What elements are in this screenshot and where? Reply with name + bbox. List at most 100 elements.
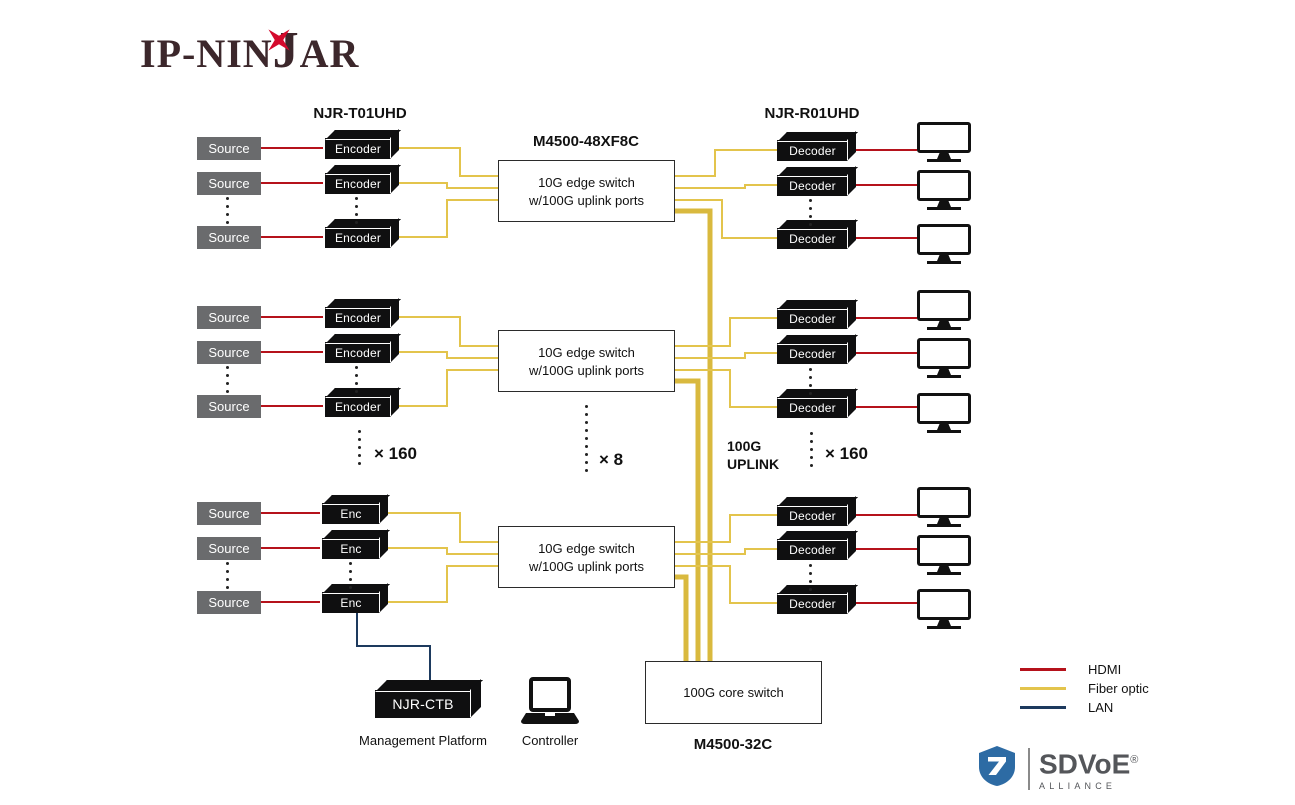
- core-switch-model-label: M4500-32C: [693, 736, 773, 753]
- source-box: Source: [197, 537, 261, 560]
- decoder-device: Decoder: [777, 175, 848, 196]
- legend-item-fiber: Fiber optic: [1020, 681, 1149, 696]
- fiber-line-swatch: [1020, 686, 1066, 690]
- decoder-device: Decoder: [777, 505, 848, 526]
- decoder-device: Decoder: [777, 593, 848, 614]
- monitor-base: [927, 207, 961, 210]
- decoder-model-label: NJR-R01UHD: [764, 105, 860, 122]
- hdmi-line-swatch: [1020, 667, 1066, 671]
- monitor-stand: [937, 424, 951, 430]
- monitor-stand: [937, 620, 951, 626]
- source-box: Source: [197, 137, 261, 160]
- monitor-stand: [937, 518, 951, 524]
- monitor-base: [927, 159, 961, 162]
- legend: HDMI Fiber optic LAN: [1020, 662, 1149, 715]
- fiber-uplink-cables: [675, 208, 713, 661]
- sdvoe-name: SDVoE®: [1039, 748, 1139, 780]
- encoder-device: Enc: [322, 503, 380, 524]
- monitor-screen: [917, 122, 971, 153]
- monitor-screen: [917, 487, 971, 518]
- ellipsis-dots: [358, 430, 361, 465]
- decoder-device: Decoder: [777, 228, 848, 249]
- ellipsis-dots: [810, 432, 813, 467]
- monitor-base: [927, 524, 961, 527]
- edge-switch-model-label: M4500-48XF8C: [533, 133, 639, 150]
- display-monitor: [917, 338, 971, 378]
- uplink-label: 100G UPLINK: [727, 438, 780, 472]
- ellipsis-dots: [809, 368, 812, 395]
- encoder-device: Encoder: [325, 138, 391, 159]
- ellipsis-dots: [355, 197, 358, 224]
- monitor-stand: [937, 566, 951, 572]
- monitor-stand: [937, 153, 951, 159]
- monitor-base: [927, 572, 961, 575]
- display-monitor: [917, 589, 971, 629]
- logo-divider: [1028, 747, 1030, 790]
- lan-cables: [356, 613, 431, 684]
- monitor-screen: [917, 535, 971, 566]
- display-monitor: [917, 535, 971, 575]
- source-box: Source: [197, 341, 261, 364]
- decoder-device: Decoder: [777, 308, 848, 329]
- decoder-device: Decoder: [777, 539, 848, 560]
- monitor-base: [927, 327, 961, 330]
- core-switch-box: 100G core switch: [645, 661, 822, 724]
- source-box: Source: [197, 502, 261, 525]
- monitor-screen: [917, 170, 971, 201]
- source-box: Source: [197, 172, 261, 195]
- ellipsis-dots: [809, 199, 812, 226]
- source-box: Source: [197, 306, 261, 329]
- decoder-device: Decoder: [777, 397, 848, 418]
- legend-item-lan: LAN: [1020, 700, 1149, 715]
- encoder-model-label: NJR-T01UHD: [313, 105, 407, 122]
- encoder-device: Enc: [322, 592, 380, 613]
- fiber-cables: [380, 147, 777, 604]
- sdvoe-alliance: ALLIANCE: [1039, 780, 1117, 791]
- monitor-screen: [917, 338, 971, 369]
- edge-switch-box: 10G edge switch w/100G uplink ports: [498, 330, 675, 392]
- ellipsis-dots: [226, 197, 229, 224]
- monitor-stand: [937, 321, 951, 327]
- monitor-screen: [917, 290, 971, 321]
- display-monitor: [917, 290, 971, 330]
- display-monitor: [917, 393, 971, 433]
- edge-switch-box: 10G edge switch w/100G uplink ports: [498, 526, 675, 588]
- edge-switch-box: 10G edge switch w/100G uplink ports: [498, 160, 675, 222]
- logo-text: IP-NIN: [140, 31, 273, 76]
- ellipsis-dots: [226, 366, 229, 393]
- decoder-count-label: × 160: [825, 444, 869, 463]
- encoder-device: Encoder: [325, 173, 391, 194]
- hdmi-cables: [261, 147, 917, 604]
- ellipsis-dots: [585, 405, 588, 472]
- source-box: Source: [197, 395, 261, 418]
- display-monitor: [917, 122, 971, 162]
- controller-caption: Controller: [521, 733, 579, 748]
- display-monitor: [917, 170, 971, 210]
- njr-ctb-device: NJR-CTB: [375, 690, 471, 718]
- source-box: Source: [197, 591, 261, 614]
- switch-count-label: × 8: [599, 450, 624, 469]
- encoder-device: Encoder: [325, 307, 391, 328]
- monitor-stand: [937, 255, 951, 261]
- monitor-base: [927, 261, 961, 264]
- monitor-screen: [917, 224, 971, 255]
- ellipsis-dots: [809, 564, 812, 591]
- management-platform-caption: Management Platform: [359, 733, 487, 748]
- monitor-base: [927, 430, 961, 433]
- shuriken-icon: [264, 18, 294, 66]
- monitor-base: [927, 626, 961, 629]
- encoder-device: Encoder: [325, 396, 391, 417]
- display-monitor: [917, 224, 971, 264]
- monitor-screen: [917, 589, 971, 620]
- encoder-device: Enc: [322, 538, 380, 559]
- sdvoe-logo: SDVoE® ALLIANCE: [975, 744, 1138, 793]
- source-box: Source: [197, 226, 261, 249]
- sdvoe-shield-icon: [975, 744, 1019, 793]
- encoder-device: Encoder: [325, 342, 391, 363]
- monitor-base: [927, 375, 961, 378]
- monitor-stand: [937, 369, 951, 375]
- ellipsis-dots: [226, 562, 229, 589]
- decoder-device: Decoder: [777, 140, 848, 161]
